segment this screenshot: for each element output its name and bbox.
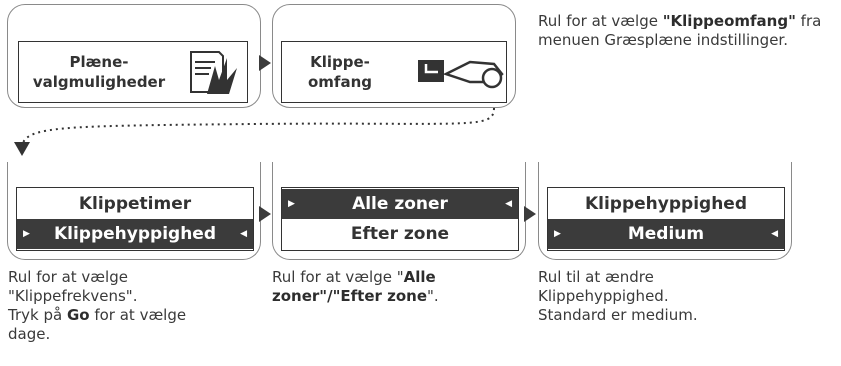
caption-line: dage. [8, 325, 51, 343]
caption-line: zoner"/"Efter zone". [272, 287, 522, 306]
cut-scope-button[interactable]: Klippe- omfang [281, 41, 507, 103]
caption-line: "Klippefrekvens". [8, 287, 138, 305]
lawn-options-label: Plæne- valgmuligheder [32, 53, 166, 91]
menu-row-medium[interactable]: ▶ Medium ◀ [548, 219, 784, 249]
row-label: Klippetimer [78, 194, 192, 214]
desc-bold: "Klippeomfang" [662, 12, 796, 30]
menu-row-alle-zoner[interactable]: ▶ Alle zoner ◀ [282, 189, 518, 219]
cut-scope-screen: Klippe- omfang [272, 4, 516, 108]
caption-bold: Go [66, 306, 90, 324]
row-label: Klippehyppighed [584, 194, 747, 214]
caption-line: Rul til at ændre [538, 268, 654, 286]
frequency-value-screen: Klippehyppighed ▶ Medium ◀ [538, 162, 792, 260]
zone-menu: ▶ Alle zoner ◀ Efter zone [281, 187, 519, 251]
zone-screen: ▶ Alle zoner ◀ Efter zone [272, 162, 526, 260]
caption-line: Rul for at vælge "Alle [272, 268, 522, 287]
caption-bold: Alle [403, 268, 436, 286]
menu-row-klippehyppighed[interactable]: ▶ Klippehyppighed ◀ [17, 219, 253, 249]
row-label: Alle zoner [352, 194, 448, 214]
mow-frequency-screen: Klippetimer ▶ Klippehyppighed ◀ [7, 162, 261, 260]
caret-right-icon: ▶ [288, 199, 295, 209]
lawn-options-icon [187, 48, 243, 100]
caption-line: Standard er medium. [538, 306, 698, 324]
menu-row-efter-zone[interactable]: Efter zone [282, 219, 518, 249]
caption-line: Tryk på Go for at vælge [8, 306, 258, 325]
desc-text-end: fra menuen Græsplæne indstillinger. [538, 12, 822, 49]
cut-scope-label: Klippe- omfang [308, 53, 372, 91]
caption-text: ". [427, 287, 439, 305]
caption-1: Rul for at vælge "Klippefrekvens". Tryk … [8, 268, 258, 344]
caret-left-icon: ◀ [771, 229, 778, 239]
flow-arrow-icon [524, 206, 536, 222]
caption-text: for at vælge [89, 306, 187, 324]
flow-arrow-icon [259, 206, 271, 222]
lawn-options-screen: Plæne- valgmuligheder [7, 4, 261, 108]
row-label: Medium [627, 224, 705, 244]
row-label: Klippehyppighed [53, 224, 216, 244]
caret-right-icon: ▶ [23, 229, 30, 239]
desc-text: Rul for at vælge [538, 12, 663, 30]
flow-arrow-icon [259, 55, 271, 71]
caption-line: Rul for at vælge [8, 268, 128, 286]
lawn-options-button[interactable]: Plæne- valgmuligheder [18, 41, 248, 103]
caption-2: Rul for at vælge "Alle zoner"/"Efter zon… [272, 268, 522, 306]
caption-text: Tryk på [8, 306, 67, 324]
mower-zone-icon [418, 52, 508, 96]
mow-frequency-menu: Klippetimer ▶ Klippehyppighed ◀ [16, 187, 254, 251]
caption-text: Rul for at vælge " [272, 268, 404, 286]
caret-left-icon: ◀ [240, 229, 247, 239]
menu-row-klippetimer[interactable]: Klippetimer [17, 189, 253, 219]
row-label: Efter zone [350, 224, 450, 244]
step1-description: Rul for at vælge "Klippeomfang" fra menu… [538, 12, 838, 50]
menu-row-klippehyppighed-title: Klippehyppighed [548, 189, 784, 219]
caret-left-icon: ◀ [505, 199, 512, 209]
caption-line: Klippehyppighed. [538, 287, 669, 305]
caret-right-icon: ▶ [554, 229, 561, 239]
caption-bold: zoner"/"Efter zone [272, 287, 428, 305]
frequency-value-menu: Klippehyppighed ▶ Medium ◀ [547, 187, 785, 251]
caption-3: Rul til at ændre Klippehyppighed. Standa… [538, 268, 828, 325]
